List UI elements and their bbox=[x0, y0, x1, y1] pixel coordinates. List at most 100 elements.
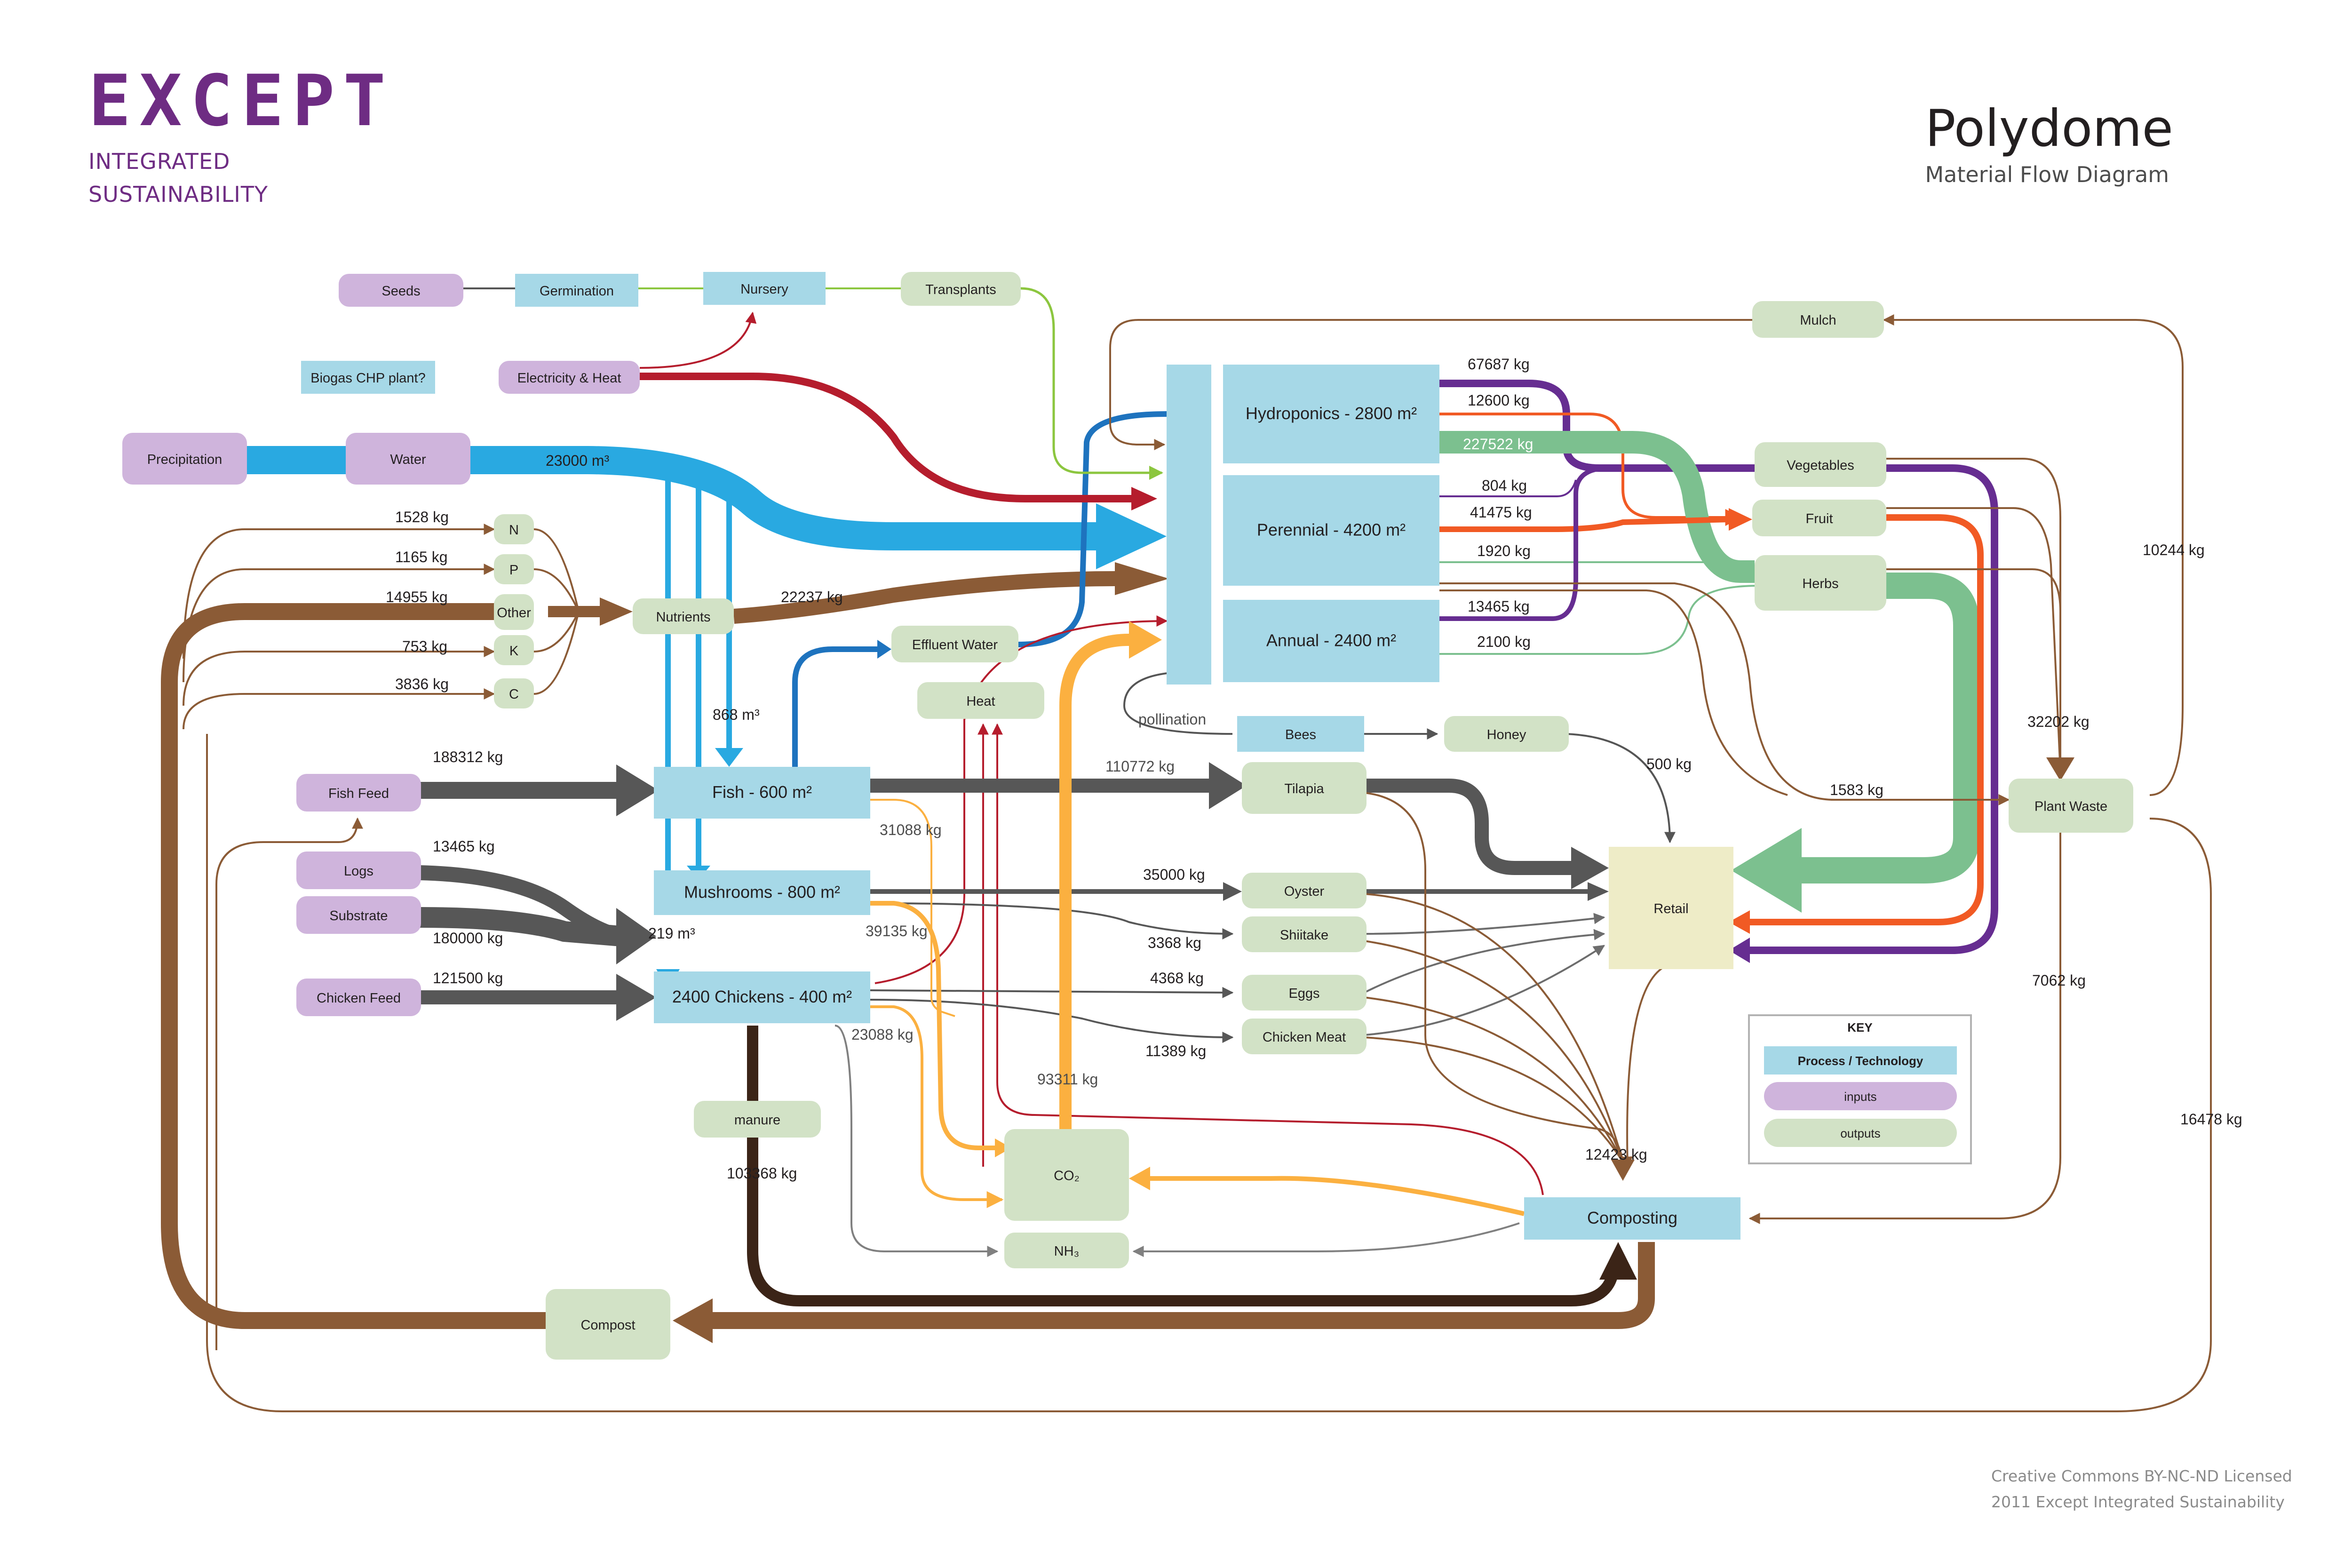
node-box bbox=[654, 971, 870, 1023]
flow-label-n: 1528 kg bbox=[395, 509, 449, 525]
node-mushrooms: Mushrooms - 800 m² bbox=[654, 870, 870, 915]
flow-label-chick-co2: 23088 kg bbox=[851, 1026, 914, 1043]
page-title: Polydome bbox=[1925, 99, 2173, 158]
node-compost: Compost bbox=[546, 1289, 670, 1360]
credits: Creative Commons BY-NC-ND Licensed 2011 … bbox=[1991, 1463, 2292, 1515]
node-eggs: Eggs bbox=[1242, 975, 1367, 1011]
flow-label-other: 14955 kg bbox=[386, 589, 448, 605]
license-text: Creative Commons BY-NC-ND Licensed bbox=[1991, 1467, 2292, 1485]
node-label: Heat bbox=[966, 694, 995, 709]
node-k: K bbox=[494, 635, 534, 665]
node-box bbox=[1752, 500, 1886, 536]
node-elec-heat: Electricity & Heat bbox=[499, 361, 640, 394]
flow-annual-to-herbs bbox=[1439, 585, 1760, 655]
node-label: Composting bbox=[1587, 1208, 1677, 1227]
flow-label-manure: 103368 kg bbox=[727, 1165, 797, 1182]
node-chicken-feed: Chicken Feed bbox=[296, 979, 421, 1016]
flow-tilapia-to-retail bbox=[1364, 779, 1576, 875]
arrow-to-plant-waste bbox=[2046, 757, 2074, 781]
node-vegetables: Vegetables bbox=[1755, 442, 1886, 487]
node-label: Chicken Feed bbox=[317, 991, 401, 1006]
node-box bbox=[1752, 301, 1884, 338]
flow-label-pollination: pollination bbox=[1138, 711, 1206, 728]
flow-to-fish-feed bbox=[215, 817, 363, 1350]
node-biogas: Biogas CHP plant? bbox=[301, 361, 435, 394]
flow-chickens-to-co2 bbox=[870, 1005, 1004, 1208]
node-label: Nursery bbox=[740, 282, 788, 297]
arrow-nutrients-cultivation bbox=[1115, 562, 1169, 595]
flow-perennial-to-fruit bbox=[1439, 517, 1732, 532]
node-label: Mulch bbox=[1800, 313, 1836, 328]
node-label: Chicken Meat bbox=[1263, 1030, 1346, 1045]
node-box bbox=[1223, 365, 1439, 463]
flow-effluent-to-cultivation bbox=[1018, 411, 1167, 647]
crop-waste-lines bbox=[1439, 458, 2061, 805]
legend-process: Process / Technology bbox=[1798, 1054, 1923, 1068]
arrow-herbs-retail bbox=[1731, 828, 1802, 913]
node-annual: Annual - 2400 m² bbox=[1223, 600, 1439, 682]
flow-label-honey: 500 kg bbox=[1646, 756, 1692, 772]
flow-hydro-to-herbs bbox=[1439, 431, 1755, 583]
node-box bbox=[499, 361, 640, 394]
node-chicken-meat: Chicken Meat bbox=[1242, 1019, 1367, 1054]
node-box bbox=[494, 678, 534, 708]
node-fish: Fish - 600 m² bbox=[654, 767, 870, 819]
node-box bbox=[1524, 1197, 1740, 1240]
node-other: Other bbox=[494, 594, 534, 630]
node-box bbox=[633, 598, 734, 634]
node-label: Electricity & Heat bbox=[517, 371, 621, 386]
node-label: Biogas CHP plant? bbox=[310, 371, 426, 386]
flow-label-meat: 11389 kg bbox=[1145, 1043, 1206, 1059]
node-box bbox=[654, 870, 870, 915]
flow-label-per-veg: 804 kg bbox=[1482, 477, 1527, 494]
node-label: Plant Waste bbox=[2034, 799, 2107, 814]
flow-honey-to-retail bbox=[1566, 733, 1676, 844]
node-label: Water bbox=[390, 452, 426, 467]
node-box bbox=[1755, 442, 1886, 487]
node-box bbox=[346, 433, 470, 485]
flow-label-fish-co2: 31088 kg bbox=[880, 821, 942, 838]
node-label: Retail bbox=[1653, 901, 1688, 916]
node-label: Hydroponics - 2800 m² bbox=[1246, 404, 1417, 423]
node-box bbox=[917, 682, 1044, 719]
flow-label-mush-sub: 180000 kg bbox=[433, 930, 503, 947]
flow-label-retail-waste: 1583 kg bbox=[1830, 781, 1883, 798]
logo-line-1: INTEGRATED bbox=[88, 149, 230, 174]
flow-transplants-to-cultivation bbox=[1020, 287, 1163, 480]
node-retail: Retail bbox=[1609, 847, 1733, 969]
node-fruit: Fruit bbox=[1752, 500, 1886, 536]
flow-vegetables-to-retail bbox=[1750, 464, 1998, 954]
page-subtitle: Material Flow Diagram bbox=[1925, 161, 2169, 187]
logo-line-2: SUSTAINABILITY bbox=[88, 182, 269, 207]
logo-wordmark: EXCEPT bbox=[88, 60, 394, 142]
node-tilapia: Tilapia bbox=[1242, 762, 1367, 814]
node-perennial: Perennial - 4200 m² bbox=[1223, 475, 1439, 586]
node-label: Herbs bbox=[1802, 576, 1838, 591]
node-label: Perennial - 4200 m² bbox=[1257, 520, 1406, 540]
node-label: Oyster bbox=[1284, 884, 1325, 899]
credit-text: 2011 Except Integrated Sustainability bbox=[1991, 1493, 2285, 1511]
node-label: Tilapia bbox=[1284, 781, 1324, 796]
node-substrate: Substrate bbox=[296, 896, 421, 934]
node-label: Logs bbox=[344, 864, 373, 879]
flow-label-ann-herbs: 2100 kg bbox=[1477, 633, 1531, 650]
node-label: NH₃ bbox=[1054, 1244, 1080, 1259]
node-box bbox=[122, 433, 247, 485]
flow-label-hydro-fruit: 12600 kg bbox=[1468, 392, 1530, 409]
node-c: C bbox=[494, 678, 534, 708]
node-herbs: Herbs bbox=[1755, 555, 1886, 611]
flow-chickens-to-eggs bbox=[870, 987, 1234, 998]
node-box bbox=[1004, 1233, 1129, 1268]
node-oyster: Oyster bbox=[1242, 873, 1367, 908]
legend-inputs: inputs bbox=[1844, 1090, 1876, 1104]
node-label: K bbox=[509, 644, 519, 659]
node-box bbox=[339, 274, 463, 307]
flow-label-tilapia: 110772 kg bbox=[1105, 758, 1175, 775]
node-effluent: Effluent Water bbox=[891, 626, 1018, 662]
node-box bbox=[901, 272, 1021, 306]
flow-electricity-to-cultivation bbox=[640, 373, 1134, 502]
flow-mulch-to-cultivation bbox=[1109, 319, 1752, 450]
legend: KEY Process / Technology inputs outputs bbox=[1748, 1014, 1972, 1164]
node-box bbox=[301, 361, 435, 394]
node-label: Shiitake bbox=[1280, 928, 1328, 943]
